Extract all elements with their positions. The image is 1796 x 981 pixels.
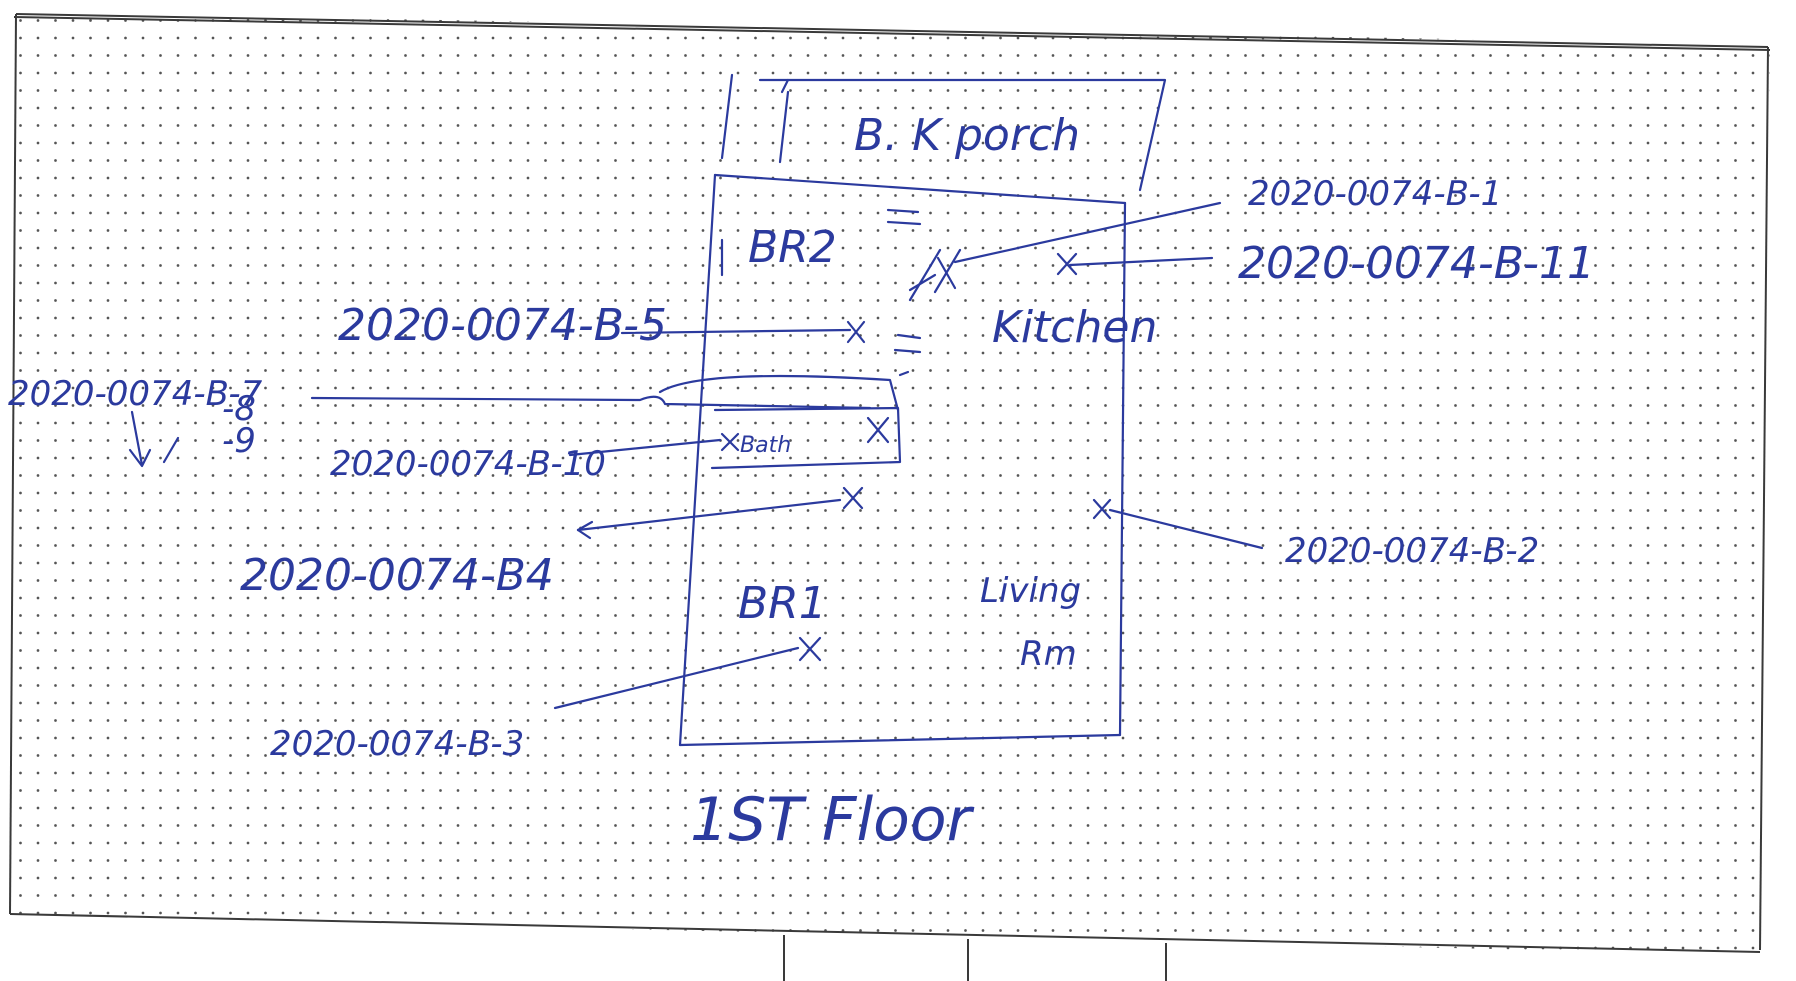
room-label-bath: Bath (740, 433, 791, 458)
building-outline (658, 73, 1167, 747)
dot-grid (8, 12, 1770, 955)
sheet-frame (9, 13, 1771, 981)
room-label-kitchen: Kitchen (992, 302, 1157, 353)
sample-label-b8: -8 (222, 389, 256, 429)
room-label-living: Living (980, 571, 1081, 611)
sample-labels: 2020-0074-B-1 2020-0074-B-11 2020-0074-B… (8, 174, 1595, 764)
sample-label-b10: 2020-0074-B-10 (330, 444, 606, 484)
room-label-living-rm: Rm (1020, 634, 1077, 674)
sample-label-b9: -9 (222, 421, 256, 461)
room-label-back-porch: B. K porch (854, 110, 1080, 161)
sample-label-b2: 2020-0074-B-2 (1285, 531, 1539, 571)
sample-label-b11: 2020-0074-B-11 (1238, 238, 1595, 289)
sample-label-b3: 2020-0074-B-3 (270, 724, 524, 764)
sample-label-b5: 2020-0074-B-5 (338, 300, 667, 351)
sample-label-b1: 2020-0074-B-1 (1248, 174, 1502, 214)
sample-markers (128, 201, 1264, 710)
room-label-br2: BR2 (748, 222, 837, 273)
room-labels: B. K porch BR2 Kitchen Bath BR1 Living R… (738, 110, 1157, 674)
sample-label-b4: 2020-0074-B4 (240, 550, 554, 601)
sample-label-b7: 2020-0074-B-7 (8, 374, 263, 414)
room-label-br1: BR1 (738, 578, 827, 629)
sheet-title: 1ST Floor (690, 785, 975, 855)
